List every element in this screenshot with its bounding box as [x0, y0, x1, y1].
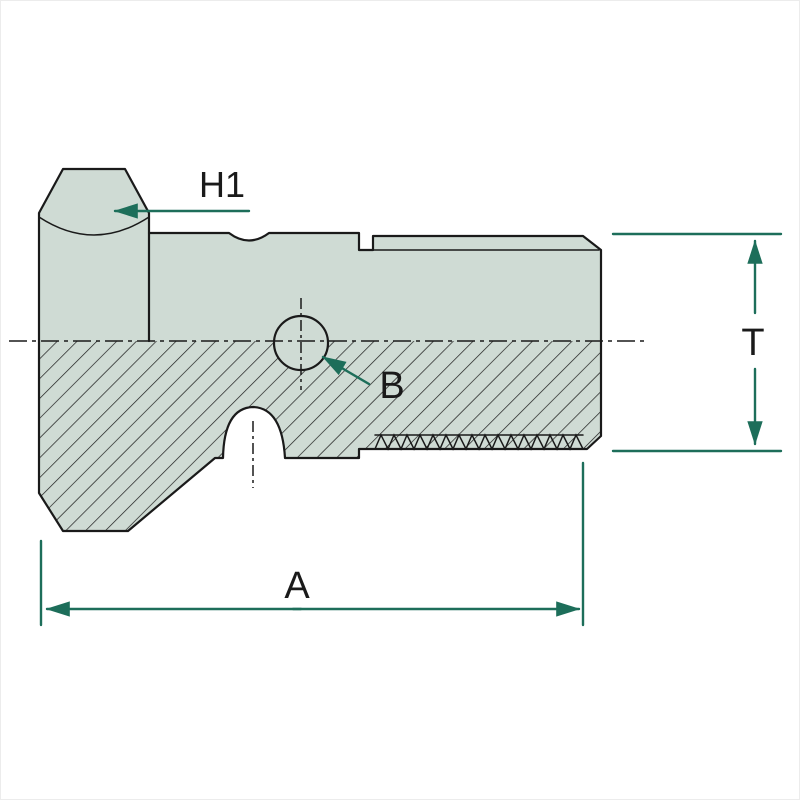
label-t: T [741, 322, 764, 364]
label-h1: H1 [199, 164, 245, 205]
bolt-silhouette-outline [37, 167, 603, 533]
label-a: A [284, 565, 310, 607]
leader-b [321, 355, 371, 386]
label-b: B [379, 365, 404, 407]
shank-thread-fill [149, 233, 601, 341]
dimension-annotations [39, 203, 783, 627]
cross-section-hatch [39, 341, 601, 531]
thread-serrations [374, 433, 584, 451]
hex-facet-curve [38, 216, 150, 236]
hex-head-fill [39, 169, 149, 341]
shank-thread-outline [147, 231, 603, 343]
